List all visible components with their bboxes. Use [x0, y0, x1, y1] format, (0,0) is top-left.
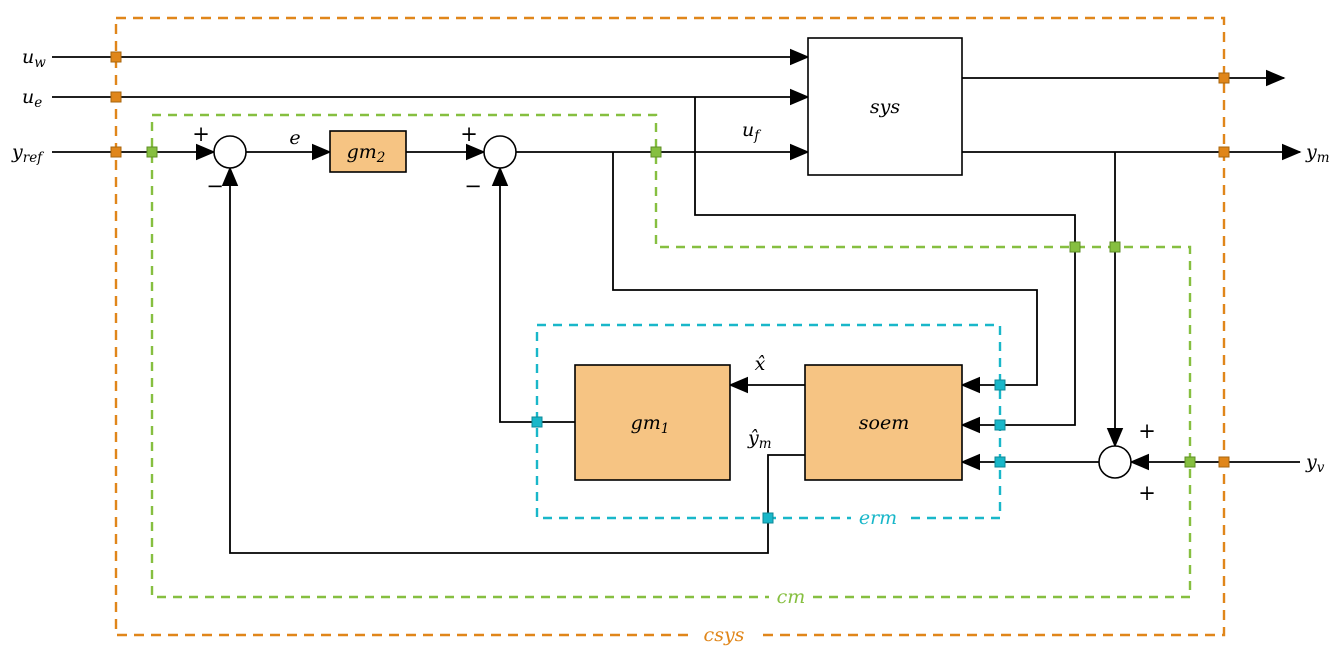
gm2-base: gm — [347, 141, 377, 163]
label-y-v: yv — [1305, 451, 1325, 476]
label-u-w: uw — [22, 46, 46, 71]
port-csys-u-w — [110, 51, 122, 63]
gm1-block-label: gm1 — [631, 412, 670, 437]
label-u-f: uf — [742, 119, 761, 144]
sum3-plus-top-sign: + — [1138, 419, 1156, 443]
port-csys-y-m — [1218, 146, 1230, 158]
port-csys-u-e — [110, 91, 122, 103]
sum1-minus-sign: − — [206, 174, 224, 198]
gm2-block-label: gm2 — [347, 141, 386, 166]
wire-u-e-branch-to-soem — [694, 97, 1076, 434]
port-cm-y-v — [1184, 456, 1196, 468]
y-m-base: y — [1305, 141, 1317, 163]
sum2-minus-sign: − — [464, 174, 482, 198]
u-e-base: u — [22, 86, 34, 108]
gm1-sub: 1 — [661, 421, 670, 437]
gm1-block — [574, 364, 731, 481]
port-csys-y-ref — [110, 146, 122, 158]
u-f-sub: f — [753, 128, 761, 144]
y-ref-sub: ref — [23, 150, 44, 166]
gm2-block — [329, 130, 407, 173]
sum-junction-3 — [1098, 445, 1132, 479]
csys-label-bg — [692, 623, 756, 646]
sys-block — [807, 37, 963, 176]
label-x-hat: x̂ — [755, 353, 766, 375]
port-erm-u-e-in — [994, 419, 1006, 431]
port-csys-y-v — [1218, 456, 1230, 468]
sum-junction-1 — [213, 135, 247, 169]
u-w-base: u — [22, 46, 34, 68]
sum1-plus-sign: + — [192, 122, 210, 146]
label-u-e: ue — [22, 86, 42, 111]
u-e-sub: e — [34, 95, 42, 111]
sys-block-label: sys — [870, 96, 900, 118]
port-erm-gm1-out — [531, 416, 543, 428]
port-squares — [110, 51, 1230, 524]
cm-boundary — [150, 113, 1192, 599]
u-w-sub: w — [34, 55, 46, 71]
cm-label-bg — [769, 586, 813, 608]
sum3-plus-bottom-sign: + — [1138, 481, 1156, 505]
sum2-plus-sign: + — [460, 122, 478, 146]
y-v-sub: v — [1317, 460, 1325, 476]
sum-junction-2 — [483, 135, 517, 169]
y-m-sub: m — [1317, 150, 1330, 166]
gm1-base: gm — [631, 412, 661, 434]
y-v-base: y — [1305, 451, 1317, 473]
soem-block — [804, 364, 963, 481]
port-erm-u-f-in — [994, 379, 1006, 391]
port-erm-sum3-in — [994, 456, 1006, 468]
label-y-m: ym — [1305, 141, 1330, 166]
csys-boundary — [114, 16, 1226, 637]
csys-boundary-label: csys — [704, 624, 745, 646]
soem-block-label: soem — [859, 412, 909, 434]
label-e: e — [289, 127, 300, 149]
port-cm-y-ref — [146, 146, 158, 158]
u-f-base: u — [742, 119, 754, 141]
port-csys-out-top — [1218, 72, 1230, 84]
y-hat-m-base: ŷ — [747, 427, 759, 449]
wire-u-f-branch-to-soem — [612, 152, 1038, 394]
erm-label-bg — [851, 507, 905, 529]
y-hat-m-sub: m — [759, 436, 772, 452]
label-y-hat-m: ŷm — [747, 427, 772, 452]
port-erm-y-hat-out — [762, 512, 774, 524]
erm-boundary-label: erm — [859, 507, 897, 529]
port-cm-y-m-branch — [1109, 241, 1121, 253]
gm2-sub: 2 — [376, 150, 386, 166]
y-ref-base: y — [11, 141, 23, 163]
port-cm-u-e-branch — [1069, 241, 1081, 253]
wire-gm1-to-sum2 — [491, 166, 575, 423]
wires — [52, 48, 1302, 554]
wire-y-hat-feedback-to-sum1 — [221, 166, 805, 554]
label-y-ref: yref — [11, 141, 44, 166]
cm-boundary-label: cm — [777, 586, 806, 608]
port-cm-u-f — [650, 146, 662, 158]
